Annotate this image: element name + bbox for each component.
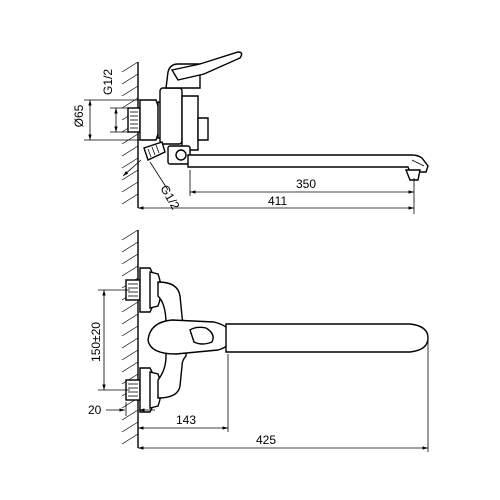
spout-top (187, 154, 429, 181)
front-view: 150±20 20 143 425 (88, 229, 429, 452)
wall-hatch-front (121, 229, 139, 448)
inlet-connector-top (127, 107, 141, 133)
lever-handle-front (147, 319, 233, 355)
dim-spout-label: 350 (296, 177, 316, 191)
dimension-lines-top (84, 99, 415, 214)
dim-distance-label: 150±20 (89, 322, 103, 362)
dim-offset-label: 143 (176, 413, 196, 427)
dim-thread-top-label: G1/2 (101, 69, 115, 95)
dimension-lines-front (98, 289, 429, 452)
dim-total-front-label: 425 (256, 433, 276, 447)
angled-thread (122, 141, 169, 191)
flange-top (139, 99, 161, 141)
dim-diameter-label: Ø65 (72, 104, 86, 127)
dim-total-top-label: 411 (268, 194, 287, 208)
dim-wall-label: 20 (88, 403, 102, 417)
upper-inlet-front (125, 267, 162, 313)
side-view: Ø65 G1/2 G1/2 350 411 (72, 51, 429, 214)
spout-front (225, 323, 429, 353)
wall-hatch-top (121, 61, 139, 208)
faucet-body-top (157, 51, 243, 165)
lower-inlet-front (125, 367, 162, 413)
